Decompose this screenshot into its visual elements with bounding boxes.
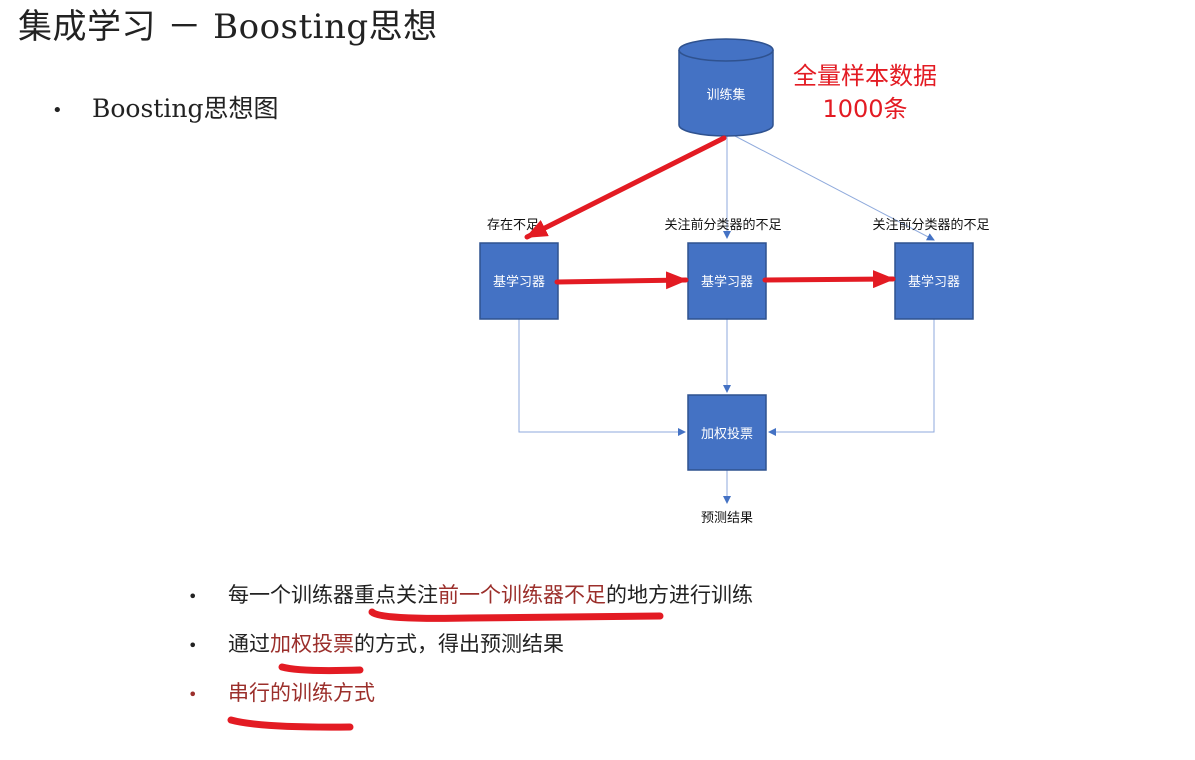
bullet-2-pre: 通过 [228,632,270,656]
prediction-result-label: 预测结果 [701,511,753,526]
bullet-2-highlight: 加权投票 [270,632,354,656]
label-mid: 关注前分类器的不足 [664,217,781,233]
bullet-item-2: • 通过加权投票的方式，得出预测结果 [188,629,564,661]
connector-lines [518,135,935,504]
bullet-1-highlight: 前一个训练器不足 [438,583,606,607]
red-arrow-learner1-to-learner2 [554,271,689,290]
learner-box-2: 基学习器 [687,242,767,320]
connector-learner1-to-vote [518,319,686,436]
label-right: 关注前分类器的不足 [872,217,989,233]
bullet-1-pre: 每一个训练器 [228,583,354,607]
learner-box-3: 基学习器 [894,242,974,320]
bullet-dot: • [188,685,198,704]
weighted-vote-label: 加权投票 [701,426,753,442]
red-annotation-arrows [524,135,896,290]
annotation-line1: 全量样本数据 [793,62,937,90]
bullet-dot: • [188,636,198,655]
train-set-cylinder: 训练集 [678,38,774,137]
learner-2-label: 基学习器 [701,274,753,290]
learner-box-1: 基学习器 [479,242,559,320]
annotation-line2: 1000条 [822,95,907,123]
bullet-dot: • [188,587,198,606]
bullet-1-mid: 重点关注 [354,583,438,607]
underline-bullet-1 [368,608,664,622]
red-arrow-learner2-to-learner3 [762,270,896,289]
subtitle-bullet-text: Boosting思想图 [92,94,279,123]
weighted-vote-box: 加权投票 [687,394,767,471]
bullet-1-post: 的地方进行训练 [606,583,753,607]
boosting-diagram: 训练集 全量样本数据 1000条 存在不足 关注前分类器的不足 关注前分类器的不… [479,38,990,526]
bullet-3-highlight: 串行的训练方式 [228,681,375,705]
bullet-dot: • [52,99,63,121]
red-arrow-train-to-learner1 [524,135,727,240]
bullet-2-post: 的方式，得出预测结果 [354,632,564,656]
connector-learner3-to-vote [768,319,935,436]
learner-1-label: 基学习器 [493,274,545,290]
connector-train-to-learner3 [734,135,935,241]
label-left: 存在不足 [487,218,539,233]
bullet-item-1: • 每一个训练器重点关注前一个训练器不足的地方进行训练 [188,580,753,612]
bullet-item-3: • 串行的训练方式 [188,678,375,710]
train-set-label: 训练集 [706,87,745,103]
learner-3-label: 基学习器 [908,274,960,290]
underline-bullet-2 [278,663,364,675]
subtitle-bullet: • Boosting思想图 [52,92,278,128]
page-title: 集成学习 － Boosting思想 [18,7,438,47]
underline-bullet-3 [227,716,354,731]
